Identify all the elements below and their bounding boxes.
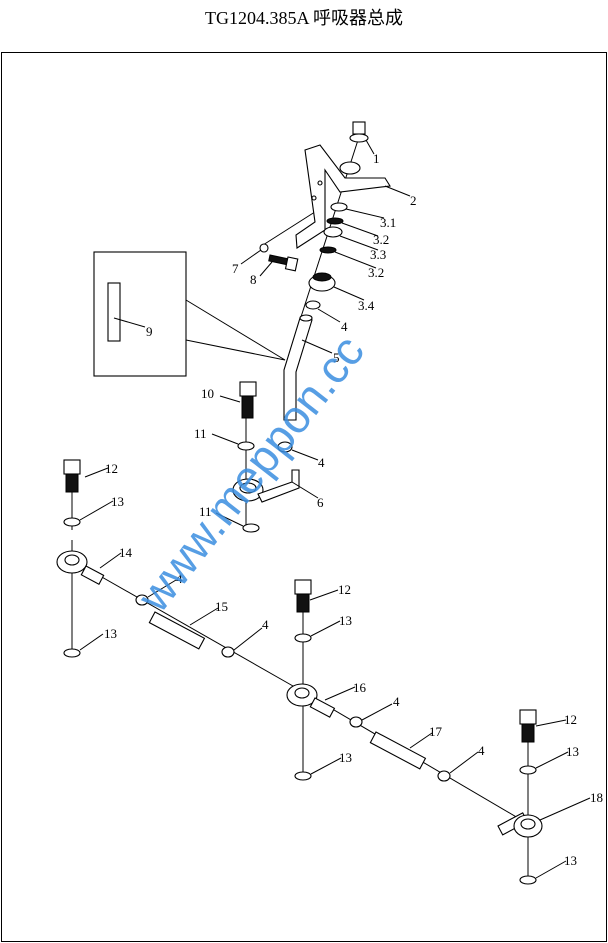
clamp-4a — [135, 594, 149, 606]
hose-15 — [148, 611, 206, 650]
banjo-part-6 — [232, 469, 300, 503]
callout: 16 — [353, 680, 367, 695]
callout: 3.2 — [368, 265, 384, 280]
callout: 13 — [339, 613, 352, 628]
callout-labels: 1 2 3.1 3.2 3.3 3.2 3.4 4 5 7 8 9 10 11 … — [104, 151, 603, 868]
callout: 12 — [338, 582, 351, 597]
washer-3-1 — [330, 202, 348, 212]
detail-inset-9 — [93, 251, 286, 377]
cap-3-4 — [308, 272, 336, 292]
callout: 1 — [373, 151, 380, 166]
bolt-7-8 — [259, 243, 299, 272]
assembly-axis-lines — [71, 139, 531, 880]
callout: 4 — [393, 694, 400, 709]
washer-13d — [294, 771, 312, 781]
clamp-4c — [349, 716, 363, 728]
callout: 11 — [199, 504, 212, 519]
washer-13e — [519, 765, 537, 775]
washer-13a — [63, 517, 81, 527]
leader-lines — [79, 139, 591, 879]
page-title: TG1204.385A 呼吸器总成 — [205, 8, 403, 28]
callout: 15 — [215, 599, 228, 614]
callout: 3.3 — [370, 247, 386, 262]
callout: 13 — [111, 494, 124, 509]
bolt-part-10 — [239, 381, 257, 419]
callout: 3.4 — [358, 298, 375, 313]
callout: 3.1 — [380, 215, 396, 230]
banjo-14 — [56, 550, 105, 585]
callout: 8 — [250, 272, 257, 287]
callout: 18 — [590, 790, 603, 805]
callout: 6 — [317, 495, 324, 510]
bolt-part-1 — [349, 121, 369, 143]
bolt-12a — [63, 459, 81, 493]
callout: 2 — [410, 193, 417, 208]
tee-18 — [497, 812, 543, 838]
clamp-4-top — [305, 300, 321, 310]
washer-11 — [237, 441, 255, 451]
washer-13b — [63, 648, 81, 658]
callout: 13 — [104, 626, 117, 641]
washer-13c — [294, 633, 312, 643]
clamp-4b — [221, 646, 235, 658]
callout: 5 — [333, 350, 340, 365]
seal-3-2 — [326, 217, 344, 225]
clamp-4 — [277, 441, 293, 453]
tube-part-5 — [283, 314, 313, 421]
bracket-part-2 — [295, 144, 391, 249]
callout: 10 — [201, 386, 214, 401]
banjo-16 — [286, 683, 336, 718]
callout: 4 — [341, 319, 348, 334]
spacer-3-3 — [323, 226, 343, 238]
callout: 12 — [105, 461, 118, 476]
callout: 11 — [194, 426, 207, 441]
callout: 7 — [232, 261, 239, 276]
hose-17 — [369, 731, 427, 770]
clamp-4d — [437, 770, 451, 782]
bolt-12b — [294, 579, 312, 613]
callout: 13 — [564, 853, 577, 868]
washer-13f — [519, 875, 537, 885]
callout: 4 — [262, 617, 269, 632]
callout: 4 — [176, 571, 183, 586]
callout: 17 — [429, 724, 443, 739]
callout: 3.2 — [373, 232, 389, 247]
callout: 9 — [146, 324, 153, 339]
diagram-frame — [1, 52, 607, 942]
seal-3-2b — [319, 246, 337, 254]
callout: 14 — [119, 545, 133, 560]
callout: 4 — [478, 743, 485, 758]
bolt-12c — [519, 709, 537, 743]
washer-11b — [242, 523, 260, 533]
callout: 12 — [564, 712, 577, 727]
callout: 4 — [318, 455, 325, 470]
callout: 13 — [339, 750, 352, 765]
callout: 13 — [566, 744, 579, 759]
